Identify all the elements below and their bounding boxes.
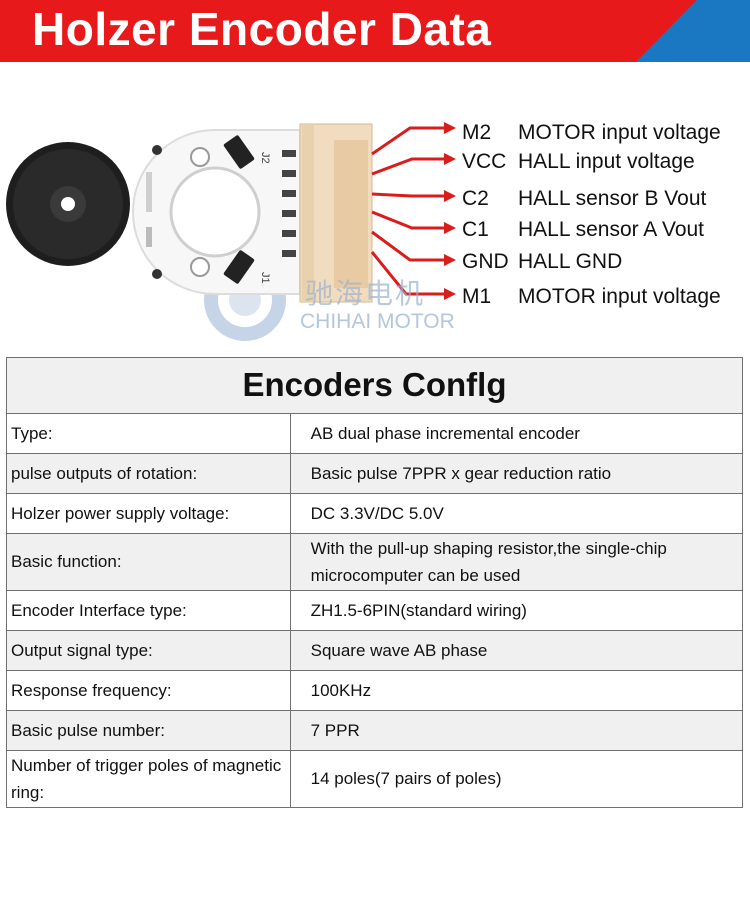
encoder-diagram: J2 J1 (6, 122, 456, 341)
table-row: Number of trigger poles of magnetic ring… (6, 750, 744, 808)
magnetic-ring-image (6, 142, 130, 266)
row-value: With the pull-up shaping resistor,the si… (289, 533, 744, 591)
row-label: pulse outputs of rotation: (6, 453, 291, 494)
row-label: Encoder Interface type: (6, 590, 291, 631)
row-label: Type: (6, 413, 291, 454)
table-row: Holzer power supply voltage: DC 3.3V/DC … (6, 493, 744, 534)
banner-red-background (0, 0, 750, 62)
pin-desc: HALL input voltage (518, 150, 695, 173)
row-value: AB dual phase incremental encoder (289, 413, 744, 454)
pin-code: M2 (462, 121, 492, 144)
row-value: 100KHz (289, 670, 744, 711)
table-row: Response frequency: 100KHz (6, 670, 744, 711)
row-label: Response frequency: (6, 670, 291, 711)
row-value: DC 3.3V/DC 5.0V (289, 493, 744, 534)
pin-code: M1 (462, 285, 492, 308)
watermark-text-en: CHIHAI MOTOR (300, 310, 455, 333)
table-row: Encoder Interface type: ZH1.5-6PIN(stand… (6, 590, 744, 631)
pin-label-vcc: VCC HALL input voltage (462, 150, 695, 174)
pin-code: VCC (462, 150, 507, 173)
encoder-config-table: Encoders Conflg Type: AB dual phase incr… (6, 357, 744, 808)
pin-desc: HALL sensor B Vout (518, 187, 707, 210)
svg-text:J1: J1 (259, 272, 271, 284)
pin-code: C2 (462, 187, 489, 210)
pin-desc: HALL GND (518, 250, 623, 273)
watermark-text-cn: 驰海电机 (305, 278, 426, 309)
row-value: Basic pulse 7PPR x gear reduction ratio (289, 453, 744, 494)
row-label: Output signal type: (6, 630, 291, 671)
table-row: Basic function: With the pull-up shaping… (6, 533, 744, 591)
row-value: Square wave AB phase (289, 630, 744, 671)
pin-label-c1: C1 HALL sensor A Vout (462, 218, 704, 242)
row-label: Holzer power supply voltage: (6, 493, 291, 534)
table-row: Type: AB dual phase incremental encoder (6, 413, 744, 454)
table-title-row: Encoders Conflg (6, 357, 743, 414)
row-label: Basic pulse number: (6, 710, 291, 751)
pin-desc: MOTOR input voltage (518, 285, 721, 308)
pin-desc: MOTOR input voltage (518, 121, 721, 144)
pin-code: C1 (462, 218, 489, 241)
arrowheads (444, 122, 456, 300)
page-title: Holzer Encoder Data (32, 3, 492, 55)
pin-label-m1: M1 MOTOR input voltage (462, 285, 721, 309)
row-value: 14 poles(7 pairs of poles) (289, 750, 744, 808)
table-title: Encoders Conflg (6, 357, 743, 414)
pin-desc: HALL sensor A Vout (518, 218, 705, 241)
row-value: 7 PPR (289, 710, 744, 751)
pin-label-gnd: GND HALL GND (462, 250, 622, 274)
svg-text:J2: J2 (259, 152, 271, 164)
table-row: Basic pulse number: 7 PPR (6, 710, 744, 751)
title-banner: Holzer Encoder Data (0, 0, 750, 62)
table-row: pulse outputs of rotation: Basic pulse 7… (6, 453, 744, 494)
zh-connector-image (299, 123, 373, 303)
row-value: ZH1.5-6PIN(standard wiring) (289, 590, 744, 631)
pin-label-m2: M2 MOTOR input voltage (462, 121, 721, 145)
pin-arrows (370, 126, 448, 296)
pin-label-c2: C2 HALL sensor B Vout (462, 187, 706, 211)
row-label: Basic function: (6, 533, 291, 591)
product-illustration: J2 J1 (0, 62, 750, 352)
table-row: Output signal type: Square wave AB phase (6, 630, 744, 671)
pin-code: GND (462, 250, 509, 273)
row-label: Number of trigger poles of magnetic ring… (6, 750, 291, 808)
encoder-pcb-image: J2 J1 (132, 129, 301, 295)
